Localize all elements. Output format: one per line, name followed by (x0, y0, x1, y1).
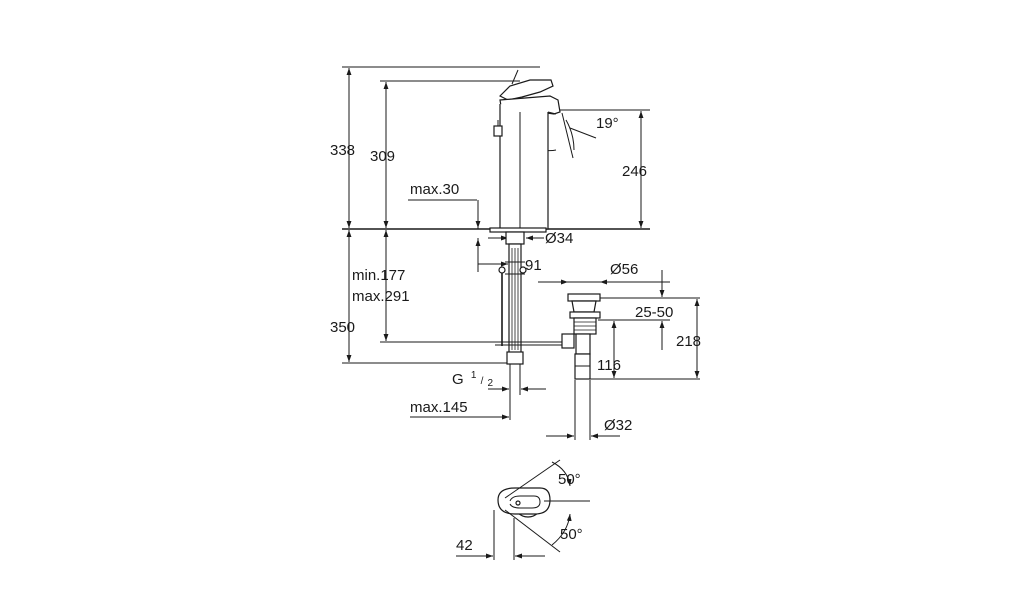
label-218: 218 (676, 333, 701, 350)
label-91: 91 (525, 257, 542, 274)
label-350: 350 (330, 319, 355, 336)
label-116: 116 (597, 357, 621, 374)
label-g-half-inch: G 1 / 2 (452, 365, 494, 389)
dimension-lines (346, 68, 700, 560)
dimension-labels: 338 309 19° 246 max.30 Ø34 91 Ø56 min.17… (330, 115, 701, 554)
drain-assembly (561, 293, 601, 380)
reference-lines (342, 66, 700, 440)
label-min-177: min.177 (352, 267, 405, 284)
label-42: 42 (456, 537, 473, 554)
supply-hoses (495, 243, 565, 365)
label-diameter-34: Ø34 (545, 230, 573, 247)
label-19-degrees: 19° (596, 115, 619, 132)
label-50-degrees-top: 50° (558, 471, 581, 488)
faucet-body (489, 69, 561, 245)
label-338: 338 (330, 142, 355, 159)
top-view-plan (497, 459, 590, 553)
label-diameter-56: Ø56 (610, 261, 638, 278)
label-max-145: max.145 (410, 399, 468, 416)
label-309: 309 (370, 148, 395, 165)
label-50-degrees-bottom: 50° (560, 526, 583, 543)
label-246: 246 (622, 163, 647, 180)
label-max-291: max.291 (352, 288, 410, 305)
label-25-50: 25-50 (635, 304, 673, 321)
label-diameter-32: Ø32 (604, 417, 632, 434)
label-max-30: max.30 (410, 181, 459, 198)
